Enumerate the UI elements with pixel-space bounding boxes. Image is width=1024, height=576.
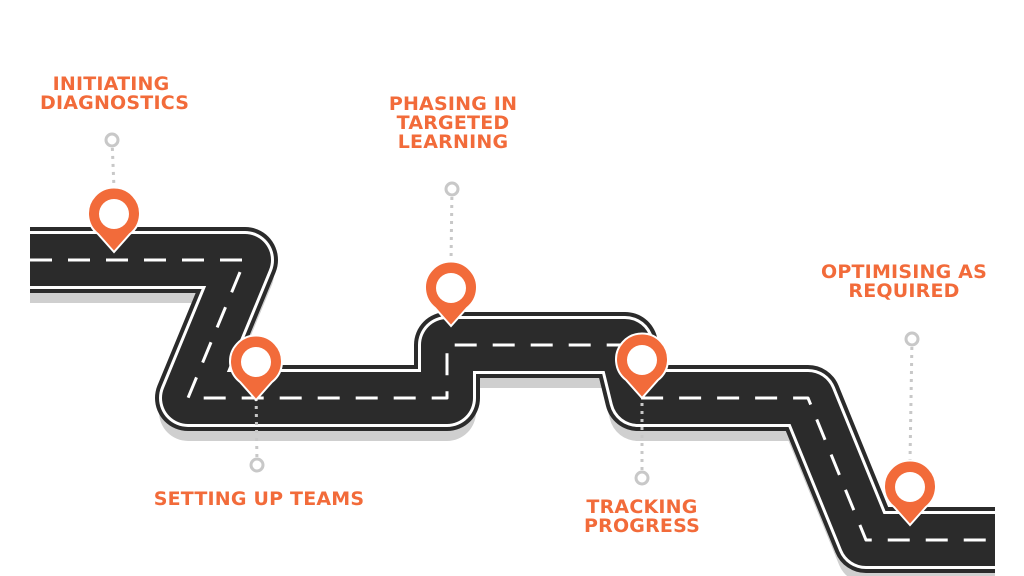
lane-marking — [30, 258, 995, 542]
label-line: PROGRESS — [583, 515, 701, 537]
milestone-label-setting-up-teams: SETTING UP TEAMS — [150, 490, 368, 509]
label-line: LEARNING — [397, 131, 509, 153]
ring-icon — [904, 331, 920, 347]
label-line: SETTING UP TEAMS — [153, 488, 365, 510]
milestone-label-optimising-as-required: OPTIMISING AS REQUIRED — [818, 263, 990, 301]
road — [30, 227, 995, 573]
map-pin-icon — [229, 334, 283, 402]
label-line: TRACKING — [586, 496, 698, 518]
connector-line — [110, 139, 116, 189]
connector-line — [449, 188, 454, 263]
map-pin-icon — [87, 186, 141, 254]
milestone-label-initiating-diagnostics: INITIATING DIAGNOSTICS — [40, 73, 190, 114]
label-line: DIAGNOSTICS — [40, 92, 190, 114]
milestone-label-tracking-progress: TRACKING PROGRESS — [580, 498, 704, 536]
map-pin-icon — [424, 260, 478, 328]
label-line: PHASING IN — [388, 93, 518, 115]
label-line: REQUIRED — [848, 280, 960, 302]
label-line: TARGETED — [396, 112, 510, 134]
ring-icon — [634, 470, 650, 486]
label-line: INITIATING — [52, 73, 170, 95]
map-pin-icon — [615, 332, 669, 400]
markers — [87, 186, 937, 527]
connector-line — [908, 338, 914, 462]
ring-icon — [444, 181, 460, 197]
map-pin-icon — [883, 459, 937, 527]
milestone-label-phasing-in-targeted-learning: PHASING IN TARGETED LEARNING — [385, 95, 521, 152]
ring-icon — [249, 457, 265, 473]
label-line: OPTIMISING AS — [821, 261, 987, 283]
ring-icon — [104, 132, 120, 148]
